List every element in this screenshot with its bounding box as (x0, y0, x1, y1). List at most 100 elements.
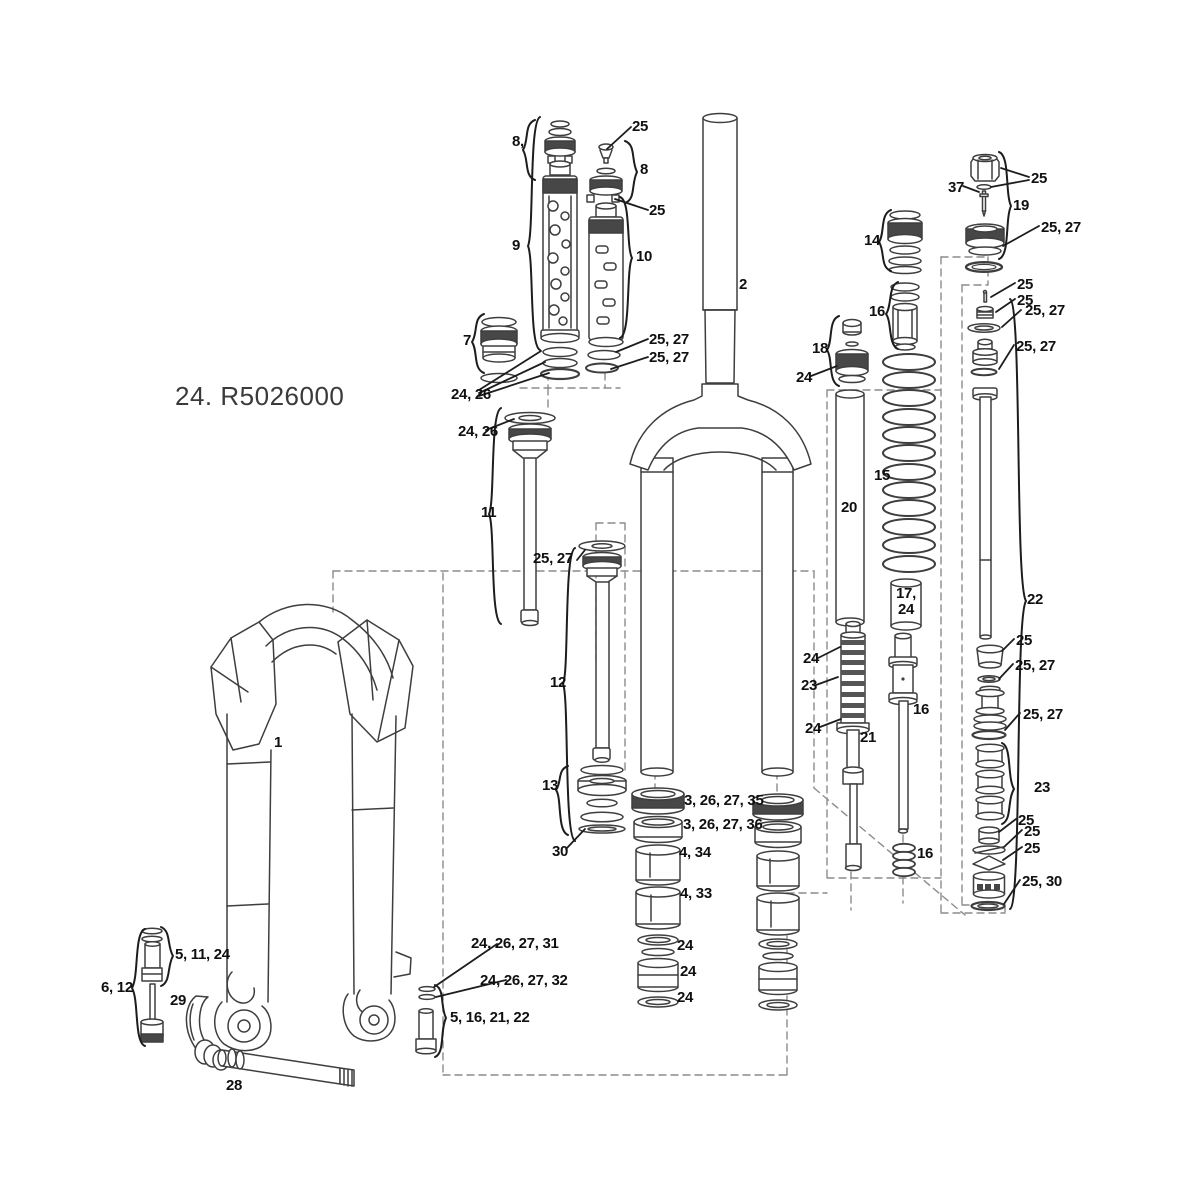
callout-25e: 25 (1017, 292, 1034, 309)
bracket-13 (555, 765, 569, 836)
bracket-22 (1009, 298, 1027, 910)
part-2-steerer-crown-stanchions (629, 112, 812, 777)
part-15-coil-spring (882, 353, 936, 573)
callout-25g: 25 (1018, 812, 1035, 829)
callout-17-24: 17, 24 (896, 585, 916, 618)
callout-30: 30 (552, 843, 569, 860)
part-19-rebound-knob-assembly (964, 153, 1005, 274)
callout-25-30: 25, 30 (1022, 873, 1062, 890)
part-6-12-plunger (140, 983, 164, 1043)
callout-29: 29 (170, 992, 187, 1009)
bracket-8b (624, 140, 638, 204)
part-28-axle (217, 1048, 355, 1087)
part-17-24-spacer (890, 578, 922, 631)
callout-25-27b: 25, 27 (649, 349, 689, 366)
bracket-19 (998, 151, 1012, 260)
callout-24f: 24 (805, 720, 822, 737)
part-20-air-shaft (835, 389, 865, 627)
bracket-23 (1001, 742, 1015, 825)
callout-28: 28 (226, 1077, 243, 1094)
part-22-damper-rod-assembly (967, 289, 1007, 912)
part-23-spool-stack-right (975, 743, 1005, 821)
part-14-top-cap (887, 210, 923, 275)
bracket-8a (522, 119, 536, 181)
callout-6-12: 6, 12 (101, 979, 133, 996)
part-16-shaft (888, 632, 918, 834)
seal-head-stack-left (631, 787, 685, 1008)
bracket-18 (826, 315, 840, 387)
callout-5-11-24: 5, 11, 24 (175, 946, 230, 963)
callout-24-26-27-31: 24, 26, 27, 31 (471, 935, 559, 952)
callout-24c: 24 (677, 989, 694, 1006)
callout-3-26-27-36: 3, 26, 27, 36 (683, 816, 763, 833)
callout-1: 1 (274, 734, 283, 751)
callout-13: 13 (542, 777, 559, 794)
callout-24a: 24 (677, 937, 694, 954)
callout-9: 9 (512, 237, 521, 254)
callout-4-33: 4, 33 (680, 885, 712, 902)
bracket-10 (619, 196, 633, 339)
callout-24d: 24 (796, 369, 813, 386)
callout-4-34: 4, 34 (679, 844, 711, 861)
callout-24-26-27-32: 24, 26, 27, 32 (480, 972, 568, 989)
callout-25h: 25 (1024, 823, 1041, 840)
callout-3-26-27-35: 3, 26, 27, 35 (684, 792, 764, 809)
callout-25-27g: 25, 27 (1015, 657, 1055, 674)
callout-25f: 25 (1016, 632, 1033, 649)
part-1-lower-legs (210, 603, 414, 1052)
part-21-damper-shaft-assembly (836, 620, 870, 872)
diagram-title: 24. R5026000 (175, 381, 345, 411)
callout-25-27c: 25, 27 (533, 550, 573, 567)
callout-25b: 25 (649, 202, 666, 219)
callout-12: 12 (550, 674, 567, 691)
callout-25-27f: 25, 27 (1016, 338, 1056, 355)
callout-24-26a: 24, 26 (451, 386, 491, 403)
callout-brackets (131, 116, 1027, 1058)
callout-19: 19 (1013, 197, 1030, 214)
callout-37: 37 (948, 179, 965, 196)
callout-7: 7 (463, 332, 472, 349)
part-16-top-assembly (890, 282, 920, 351)
callout-25-27a: 25, 27 (649, 331, 689, 348)
callout-22: 22 (1027, 591, 1044, 608)
seal-head-stack-right (752, 793, 804, 1011)
callout-24-26b: 24, 26 (458, 423, 498, 440)
callout-8a: 8, (512, 133, 524, 150)
bracket-7 (471, 313, 485, 374)
bracket-11 (488, 407, 502, 625)
callout-25-27d: 25, 27 (1041, 219, 1081, 236)
bracket-14 (878, 209, 892, 272)
bracket-6-12 (131, 928, 146, 1047)
part-13-seal-stack (577, 764, 627, 834)
part-12-rebound-shaft (578, 540, 626, 763)
callout-8b: 8 (640, 161, 649, 178)
needle-37 (981, 190, 987, 212)
part-18-top-cap (835, 318, 869, 384)
part-5-11-24-hardware (141, 927, 163, 982)
part-9-damper-cartridge (539, 120, 581, 381)
bracket-12 (562, 547, 576, 842)
callout-24b: 24 (680, 963, 697, 980)
part-11-shaft (504, 411, 556, 627)
callout-25i: 25 (1024, 840, 1041, 857)
callout-23b: 23 (1034, 779, 1051, 796)
callout-25a: 25 (632, 118, 649, 135)
part-7-top-cap (480, 316, 518, 384)
callout-18: 18 (812, 340, 829, 357)
part-bolt-group (415, 985, 437, 1055)
callout-24e: 24 (803, 650, 820, 667)
callout-15: 15 (874, 467, 891, 484)
callout-20: 20 (841, 499, 858, 516)
callout-16b: 16 (913, 701, 930, 718)
callout-25-27e: 25, 27 (1025, 302, 1065, 319)
callout-10: 10 (636, 248, 653, 265)
callout-2: 2 (739, 276, 748, 293)
callout-16a: 16 (869, 303, 886, 320)
callout-14: 14 (864, 232, 881, 249)
callout-16c: 16 (917, 845, 934, 862)
callout-11: 11 (481, 504, 497, 521)
bracket-16 (885, 281, 899, 350)
callout-leader-lines (433, 126, 1040, 998)
